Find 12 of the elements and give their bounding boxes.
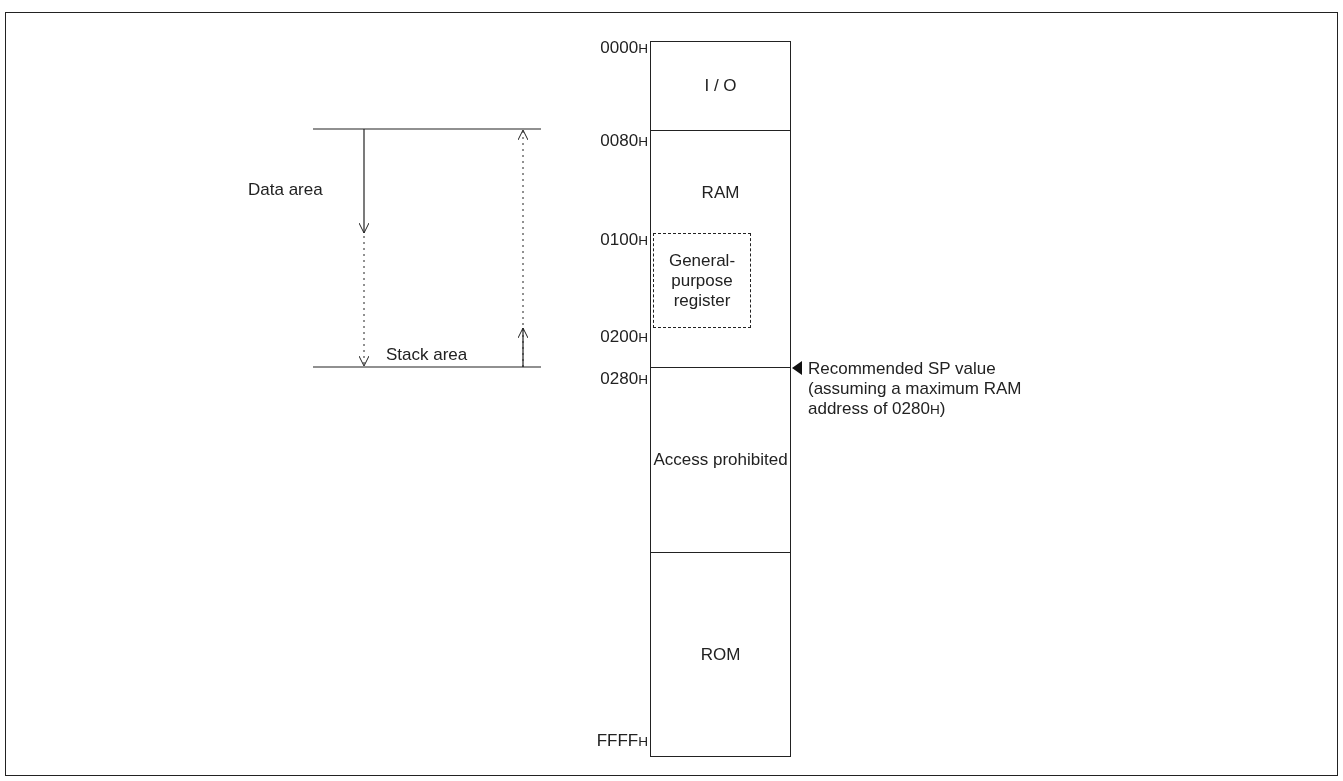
area-label: Data area bbox=[248, 180, 323, 200]
region-label: Access prohibited bbox=[653, 450, 788, 470]
memory-region bbox=[650, 130, 791, 368]
memory-region bbox=[650, 367, 791, 553]
area-label: Stack area bbox=[386, 345, 468, 365]
region-label: ROM bbox=[700, 644, 741, 665]
register-region bbox=[653, 233, 751, 328]
memory-region bbox=[650, 41, 791, 131]
region-label: General-purpose register bbox=[667, 250, 737, 311]
memory-region bbox=[650, 552, 791, 757]
region-label: I / O bbox=[704, 76, 737, 96]
region-label: RAM bbox=[701, 183, 740, 203]
